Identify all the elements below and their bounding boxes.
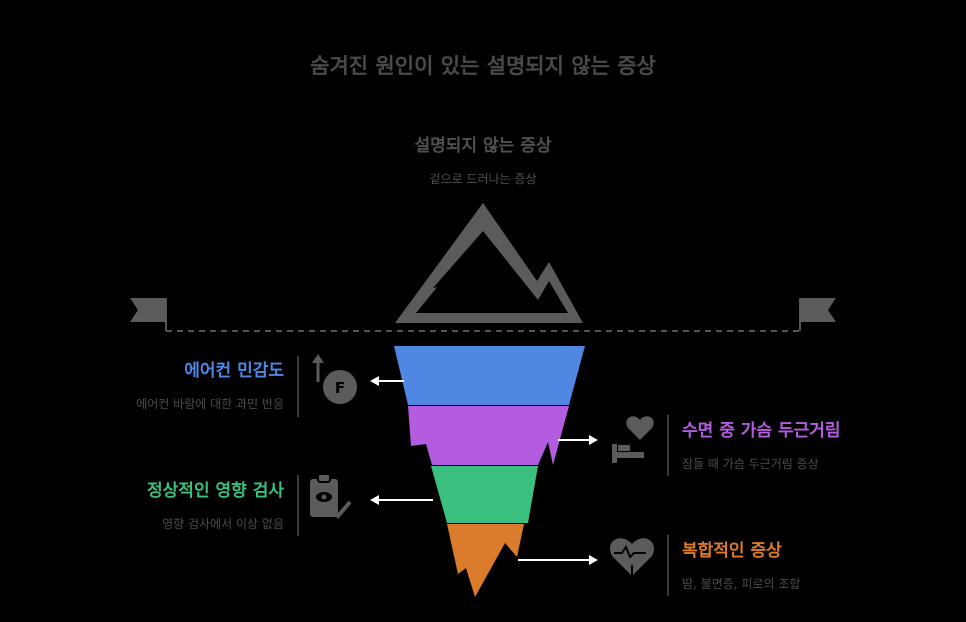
tip-title: 설명되지 않는 증상 [414,136,552,156]
layer-2-title: 수면 중 가슴 두근거림 [682,421,841,441]
layer-2-desc: 잠들 때 가슴 두근거림 증상 [682,457,819,471]
layer-4-band [447,524,524,597]
right-flag [800,298,836,322]
layer-1-label: 에어컨 민감도 에어컨 바람에 대한 과민 반응 [136,356,284,412]
layer-2-label: 수면 중 가슴 두근거림 잠들 때 가슴 두근거림 증상 [682,416,841,472]
iceberg-tip-mountain-icon [395,203,583,323]
layer-3-band [431,466,538,523]
layer-1-title: 에어컨 민감도 [184,361,284,381]
heart-puzzle-icon [610,538,654,577]
layer-4-title: 복합적인 증상 [682,541,782,561]
clipboard-check-icon [310,473,352,519]
heart-bed-icon [612,416,654,463]
layer-2-band [408,406,569,465]
svg-text:F: F [335,379,345,397]
left-flag [130,298,166,322]
layer-1-desc: 에어컨 바람에 대한 과민 반응 [136,397,284,411]
layer-3-desc: 영향 검사에서 이상 없음 [162,517,284,531]
layer-3-label: 정상적인 영향 검사 영향 검사에서 이상 없음 [147,476,284,532]
tip-subtitle: 겉으로 드러나는 증상 [429,172,537,186]
layer-3-title: 정상적인 영향 검사 [147,481,284,501]
layer-4-label: 복합적인 증상 땀, 불면증, 피로의 조합 [682,536,800,592]
layer-4-desc: 땀, 불면증, 피로의 조합 [682,577,801,591]
thermometer-icon: F [312,354,357,404]
layer-1-band [394,346,585,405]
page-title: 숨겨진 원인이 있는 설명되지 않는 증상 [310,54,656,78]
